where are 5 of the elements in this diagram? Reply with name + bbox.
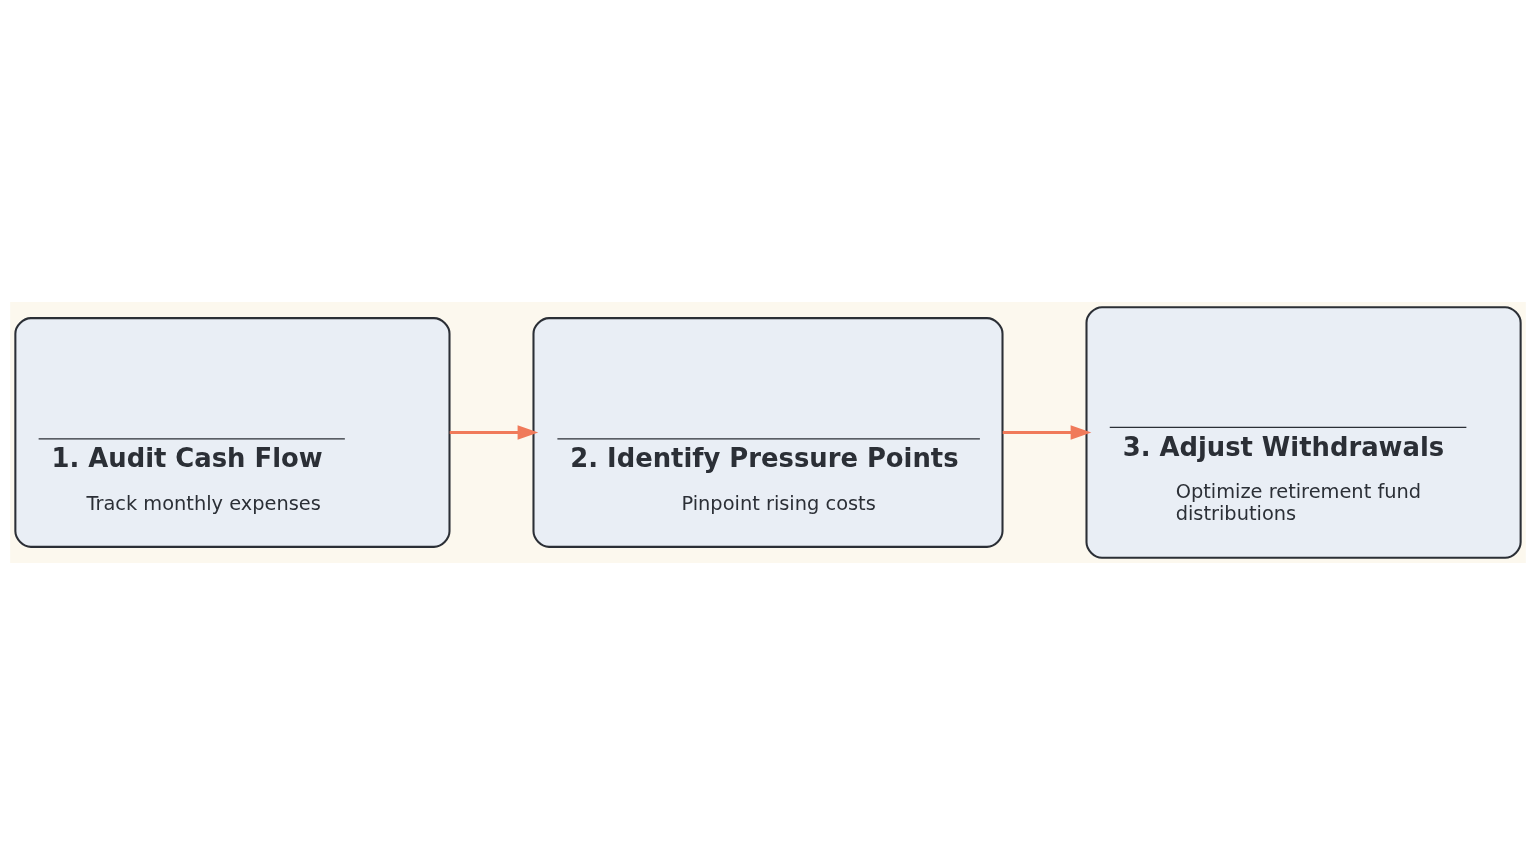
node-box: 2. Identify Pressure Points Pinpoint rising costs (532, 316, 1004, 548)
arrow (1002, 424, 1092, 440)
node-box: 1. Audit Cash Flow Track monthly expenses (14, 316, 451, 548)
arrow (449, 424, 539, 440)
node-box: 3. Adjust Withdrawals Optimize retirement fund distributions (1085, 305, 1522, 559)
